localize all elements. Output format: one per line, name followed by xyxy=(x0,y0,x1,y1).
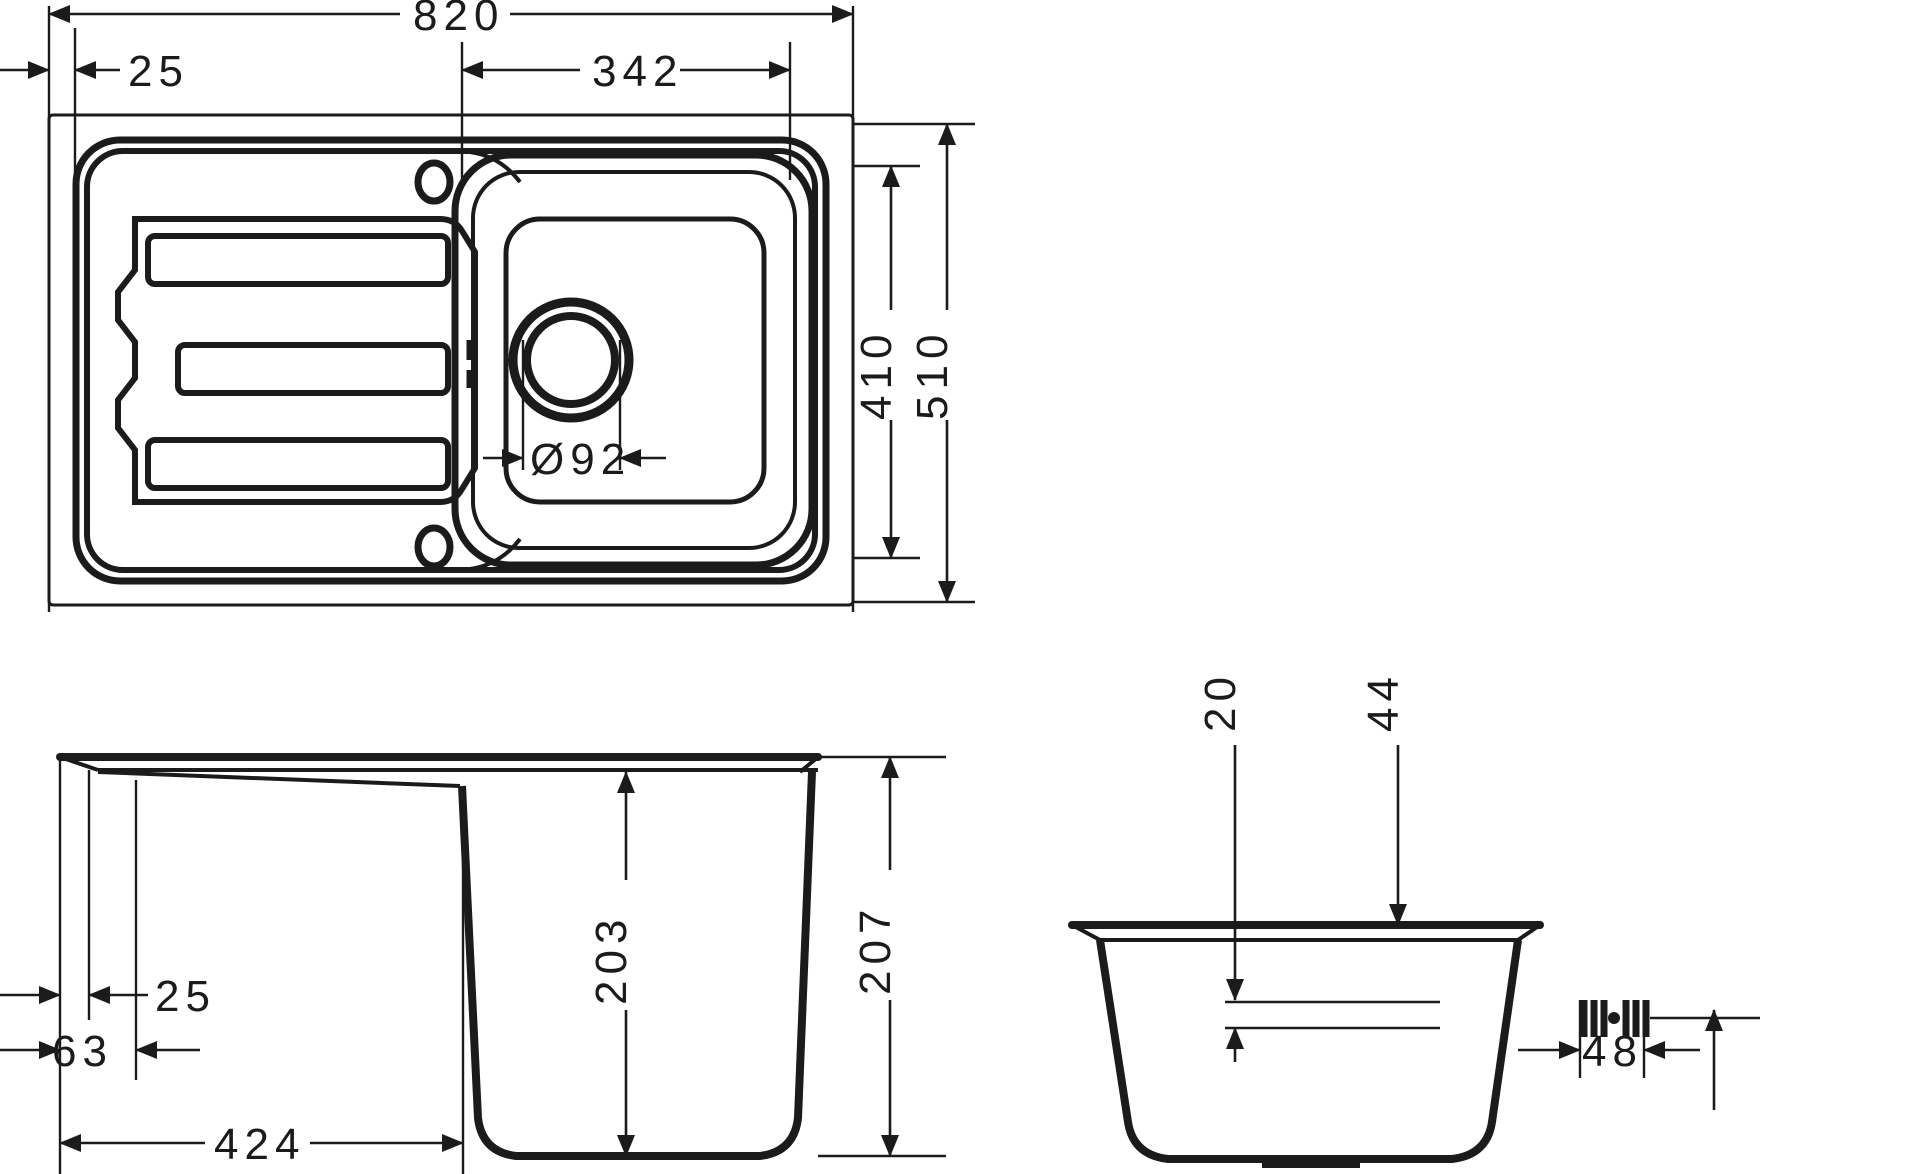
drainer-groove-1 xyxy=(145,233,451,287)
drainer-channel-bottom xyxy=(122,537,522,571)
dimension-label-424: 424 xyxy=(214,1120,305,1169)
dimension-label-44: 44 xyxy=(1359,671,1408,732)
dimension-label-48: 48 xyxy=(1582,1027,1643,1076)
front-bowl-section-outline xyxy=(458,771,816,1160)
dimension-25-top: 25 xyxy=(74,47,189,96)
top-view-extension-lines xyxy=(47,6,975,612)
dimension-label-20: 20 xyxy=(1196,671,1245,732)
overflow-center-dot xyxy=(1608,1012,1620,1024)
side-rim-left-bevel xyxy=(1071,923,1101,942)
front-rim-left-bevel xyxy=(59,755,99,772)
drain-outer-ring-icon xyxy=(508,297,634,423)
sink-rim-outer xyxy=(72,136,830,585)
dimension-label-820: 820 xyxy=(413,0,504,40)
drainer-channel-top xyxy=(122,150,522,184)
top-view: 820 25 342 410 xyxy=(0,0,975,612)
dimension-label-342: 342 xyxy=(592,47,683,96)
dimension-48: 48 xyxy=(1518,1000,1700,1078)
dimension-820: 820 xyxy=(48,0,854,40)
overflow-fitting-icon xyxy=(1580,1000,1650,1037)
dimension-20: 20 xyxy=(1196,671,1440,1062)
dimension-label-410: 410 xyxy=(852,329,901,420)
dimension-207: 207 xyxy=(851,756,900,1157)
drainer-groove-2 xyxy=(175,342,451,396)
drainer-grooves xyxy=(145,233,451,491)
side-rim-right-bevel xyxy=(1516,923,1542,942)
dimension-label-203: 203 xyxy=(587,914,636,1005)
drain-inner-ring-icon xyxy=(523,312,619,408)
dimension-label-25-front: 25 xyxy=(155,972,216,1021)
bowl-mid-outline xyxy=(471,170,797,550)
dimension-203: 203 xyxy=(587,771,636,1157)
front-drainer-bed-line xyxy=(97,770,461,788)
side-section-view: 44 20 xyxy=(1068,671,1760,1168)
front-section-view: 25 63 424 203 207 xyxy=(0,753,946,1174)
front-edge-ticks xyxy=(0,986,61,1059)
dimension-510: 510 xyxy=(908,123,957,603)
dimension-410: 410 xyxy=(852,165,901,559)
bowl-outer-outline xyxy=(451,151,816,569)
dimension-right-pointer xyxy=(1650,1009,1760,1110)
dimension-63: 63 xyxy=(52,1027,200,1076)
side-bowl-section-outline xyxy=(1096,939,1522,1163)
drainer-pan-outline xyxy=(115,216,478,505)
front-rim-right-bevel xyxy=(798,755,820,774)
bowl-bottom-outline xyxy=(503,216,767,505)
sink-outline-rect xyxy=(47,113,855,607)
dimension-342: 342 xyxy=(461,47,791,96)
dimension-diameter-92: Ø92 xyxy=(483,340,666,484)
dimension-44: 44 xyxy=(1359,671,1408,926)
dimension-424: 424 xyxy=(59,1120,464,1169)
dimension-label-25-top: 25 xyxy=(128,47,189,96)
drainer-groove-3 xyxy=(145,437,451,491)
dimension-label-63: 63 xyxy=(52,1027,113,1076)
dimension-label-207: 207 xyxy=(851,904,900,995)
tap-hole-bottom-icon xyxy=(414,524,454,570)
dimension-label-510: 510 xyxy=(908,329,957,420)
dimension-label-diameter-92: Ø92 xyxy=(530,435,631,484)
front-extension-lines xyxy=(58,755,946,1174)
dimension-25-front: 25 xyxy=(88,972,216,1021)
tap-hole-top-icon xyxy=(414,159,454,205)
